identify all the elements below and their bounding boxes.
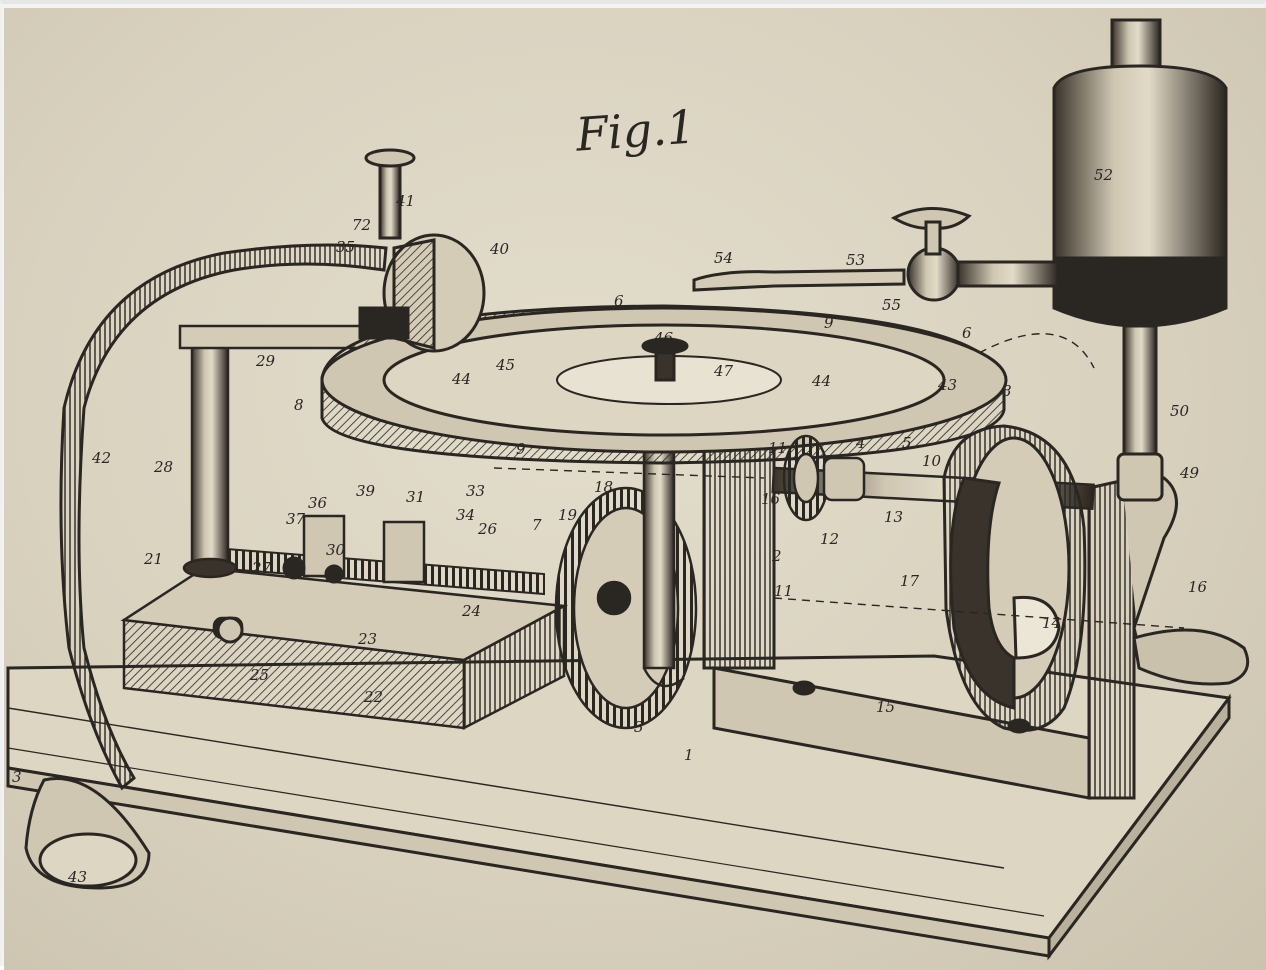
ref-numeral: 28 xyxy=(153,458,173,476)
ref-numeral: 19 xyxy=(558,506,578,524)
ref-numeral: 13 xyxy=(884,508,903,526)
ref-numeral: 9 xyxy=(824,314,834,332)
ref-numeral: 37 xyxy=(286,510,306,528)
ref-numeral: 45 xyxy=(495,356,515,374)
ref-numeral: 27 xyxy=(251,559,272,577)
ref-numeral: 39 xyxy=(356,482,376,500)
ref-numeral: 4 xyxy=(855,434,866,452)
ref-numeral: 9 xyxy=(516,440,526,458)
reference-numerals: 41 72 35 40 54 53 55 52 6 46 9 29 8 45 4… xyxy=(12,166,1208,886)
ref-numeral: 53 xyxy=(846,251,865,269)
ref-numeral: 44 xyxy=(451,370,471,388)
carriage-bed xyxy=(120,566,569,731)
ref-numeral: 46 xyxy=(653,329,674,347)
recorder-head xyxy=(358,148,486,353)
ref-numeral: 22 xyxy=(363,688,383,706)
ref-numeral: 3 xyxy=(634,718,644,736)
ref-numeral: 16 xyxy=(761,490,781,508)
ref-numeral: 3 xyxy=(12,768,22,786)
ref-numeral: 47 xyxy=(713,362,734,380)
ref-numeral: 33 xyxy=(466,482,485,500)
ref-numeral: 40 xyxy=(489,240,510,258)
ref-numeral: 21 xyxy=(143,550,163,568)
feed-screw xyxy=(213,514,545,596)
ref-numeral: 6 xyxy=(614,292,624,310)
ref-numeral: 54 xyxy=(714,249,733,267)
ref-numeral: 30 xyxy=(326,541,346,559)
ref-numeral: 2 xyxy=(771,547,782,565)
ref-numeral: 6 xyxy=(962,324,972,342)
ref-numeral: 23 xyxy=(357,630,377,648)
flywheel xyxy=(942,424,1087,732)
ref-numeral: 11 xyxy=(768,439,787,457)
ref-numeral: 34 xyxy=(456,506,475,524)
crank-handle xyxy=(1123,476,1250,686)
ref-numeral: 55 xyxy=(882,296,901,314)
ref-numeral: 1 xyxy=(684,746,694,764)
ref-numeral: 43 xyxy=(937,376,957,394)
figure-title: Fig.1 xyxy=(573,99,697,161)
ref-numeral: 24 xyxy=(461,602,481,620)
ref-numeral: 50 xyxy=(1170,402,1190,420)
ref-numeral: 8 xyxy=(294,396,304,414)
ref-numeral: 43 xyxy=(67,868,87,886)
ref-numeral: 17 xyxy=(900,572,920,590)
ref-numeral: 26 xyxy=(477,520,498,538)
ref-numeral: 12 xyxy=(820,530,839,548)
ref-numeral: 31 xyxy=(406,488,425,506)
ref-numeral: 42 xyxy=(91,449,111,467)
ref-numeral: 72 xyxy=(352,216,371,234)
feed-pipe xyxy=(692,206,1060,302)
ref-numeral: 10 xyxy=(922,452,942,470)
turntable xyxy=(320,304,1008,465)
ref-numeral: 36 xyxy=(308,494,328,512)
speaking-tube xyxy=(24,243,388,890)
dashed-lines xyxy=(493,333,1185,629)
oil-reservoir xyxy=(1052,18,1228,502)
ref-numeral: 41 xyxy=(395,192,415,210)
ref-numeral: 44 xyxy=(811,372,831,390)
ref-numeral: 35 xyxy=(336,238,355,256)
ref-numeral: 14 xyxy=(1042,614,1061,632)
ref-numeral: 52 xyxy=(1094,166,1113,184)
ref-numeral: 7 xyxy=(532,516,542,534)
ref-numeral: 25 xyxy=(249,666,269,684)
spindle-gear xyxy=(554,446,698,730)
ref-numeral: 15 xyxy=(876,698,895,716)
ref-numeral: 29 xyxy=(255,352,276,370)
patent-drawing: Fig.1 xyxy=(6,18,1250,961)
main-frame-block xyxy=(702,436,1136,800)
ref-numeral: 11 xyxy=(774,582,793,600)
patent-paper: Fig.1 xyxy=(4,8,1266,970)
ref-numeral: 5 xyxy=(902,434,912,452)
ref-numeral: 49 xyxy=(1179,464,1200,482)
ref-numeral: 18 xyxy=(594,478,613,496)
ref-numeral: 16 xyxy=(1188,578,1208,596)
ref-numeral: 8 xyxy=(1002,382,1012,400)
